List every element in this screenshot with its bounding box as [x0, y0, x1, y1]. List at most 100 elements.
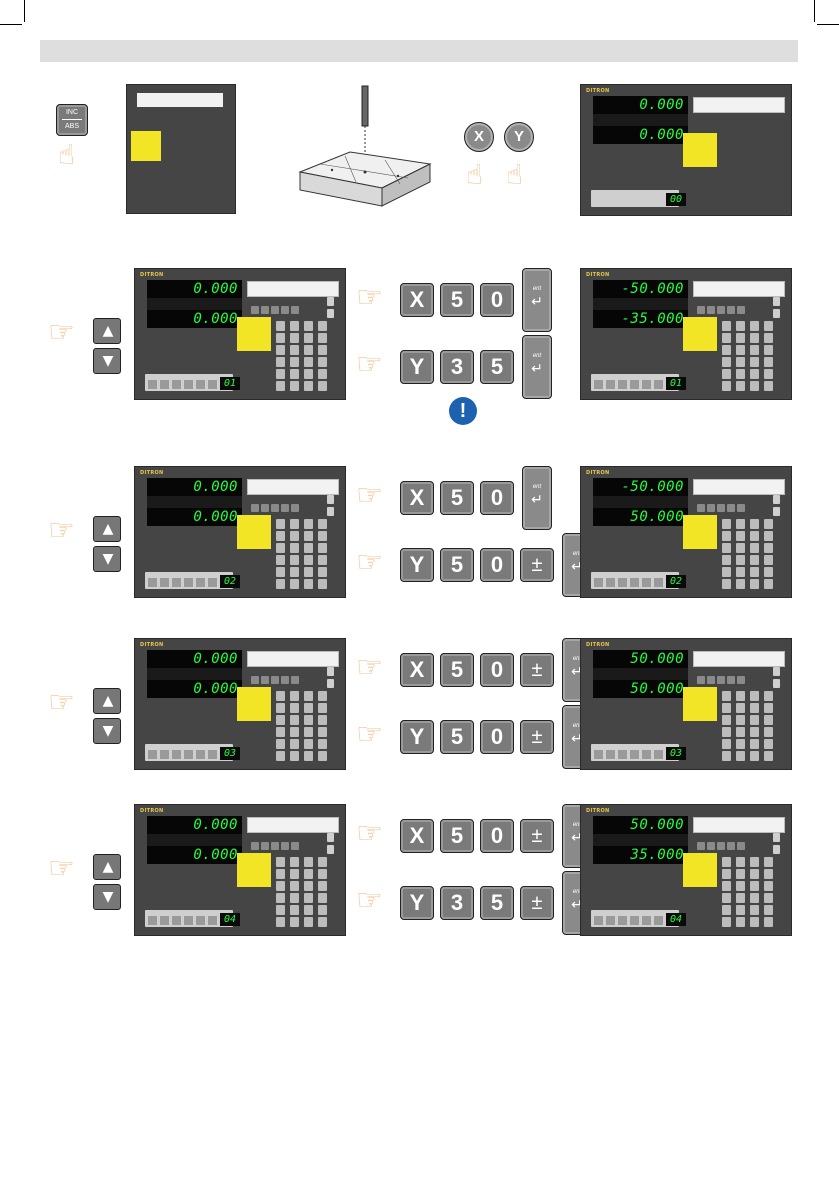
keypad-key[interactable]	[318, 893, 327, 903]
keypad-key[interactable]	[722, 357, 731, 367]
keypad-key[interactable]	[750, 869, 759, 879]
function-key[interactable]	[208, 380, 217, 389]
inc-abs-key[interactable]: INC ABS	[56, 104, 88, 136]
function-key[interactable]	[594, 750, 603, 759]
function-key[interactable]	[630, 380, 639, 389]
keypad-key[interactable]	[764, 881, 773, 891]
x-entry-key-2[interactable]: 0	[480, 819, 514, 853]
keypad-key[interactable]	[764, 703, 773, 713]
keypad-key[interactable]	[290, 703, 299, 713]
keypad-key[interactable]	[736, 727, 745, 737]
keypad-key[interactable]	[318, 751, 327, 761]
keypad-key[interactable]	[304, 691, 313, 701]
keypad-key[interactable]	[276, 691, 285, 701]
keypad-key[interactable]	[722, 857, 731, 867]
keypad-key[interactable]	[736, 333, 745, 343]
keypad-key[interactable]	[276, 531, 285, 541]
keypad-key[interactable]	[318, 555, 327, 565]
function-key[interactable]	[172, 916, 181, 925]
enter-key[interactable]: ent↵	[522, 335, 552, 399]
keypad-key[interactable]	[304, 881, 313, 891]
keypad-key[interactable]	[304, 543, 313, 553]
keypad-key[interactable]	[736, 531, 745, 541]
keypad-key[interactable]	[750, 345, 759, 355]
keypad-key[interactable]	[276, 555, 285, 565]
keypad-key[interactable]	[722, 543, 731, 553]
keypad-key[interactable]	[722, 691, 731, 701]
down-arrow-key[interactable]: ▼	[93, 546, 121, 572]
function-key[interactable]	[160, 380, 169, 389]
keypad-key[interactable]	[750, 381, 759, 391]
keypad-key[interactable]	[722, 579, 731, 589]
keypad-key[interactable]	[736, 321, 745, 331]
keypad-key[interactable]	[750, 881, 759, 891]
function-key[interactable]	[606, 750, 615, 759]
keypad-key[interactable]	[750, 321, 759, 331]
function-key[interactable]	[630, 750, 639, 759]
keypad-key[interactable]	[736, 369, 745, 379]
scroll-up-key[interactable]	[327, 667, 334, 676]
keypad-key[interactable]	[276, 727, 285, 737]
function-key[interactable]	[642, 578, 651, 587]
y-entry-key-0[interactable]: Y	[400, 720, 434, 754]
function-key[interactable]	[594, 578, 603, 587]
keypad-key[interactable]	[318, 739, 327, 749]
keypad-key[interactable]	[304, 357, 313, 367]
keypad-key[interactable]	[318, 531, 327, 541]
function-key[interactable]	[148, 578, 157, 587]
function-key[interactable]	[172, 578, 181, 587]
keypad-key[interactable]	[750, 519, 759, 529]
function-key[interactable]	[172, 750, 181, 759]
keypad-key[interactable]	[764, 715, 773, 725]
keypad-key[interactable]	[736, 543, 745, 553]
function-key[interactable]	[184, 750, 193, 759]
keypad-key[interactable]	[736, 703, 745, 713]
down-arrow-key[interactable]: ▼	[93, 718, 121, 744]
keypad-key[interactable]	[276, 345, 285, 355]
keypad-key[interactable]	[722, 881, 731, 891]
keypad-key[interactable]	[736, 857, 745, 867]
keypad-key[interactable]	[304, 869, 313, 879]
keypad-key[interactable]	[764, 579, 773, 589]
scroll-down-key[interactable]	[327, 845, 334, 854]
keypad-key[interactable]	[750, 715, 759, 725]
x-zero-key[interactable]: X	[464, 122, 494, 152]
keypad-key[interactable]	[304, 703, 313, 713]
keypad-key[interactable]	[750, 543, 759, 553]
keypad-key[interactable]	[750, 857, 759, 867]
y-entry-key-2[interactable]: 0	[480, 720, 514, 754]
keypad-key[interactable]	[290, 715, 299, 725]
scroll-down-key[interactable]	[327, 679, 334, 688]
keypad-key[interactable]	[736, 869, 745, 879]
scroll-up-key[interactable]	[327, 297, 334, 306]
keypad-key[interactable]	[290, 333, 299, 343]
keypad-key[interactable]	[764, 543, 773, 553]
keypad-key[interactable]	[750, 357, 759, 367]
keypad-key[interactable]	[764, 751, 773, 761]
keypad-key[interactable]	[290, 727, 299, 737]
function-key[interactable]	[594, 916, 603, 925]
keypad-key[interactable]	[764, 555, 773, 565]
y-entry-key-2[interactable]: 5	[480, 886, 514, 920]
scroll-up-key[interactable]	[773, 495, 780, 504]
x-entry-key-2[interactable]: 0	[480, 653, 514, 687]
keypad-key[interactable]	[764, 531, 773, 541]
keypad-key[interactable]	[304, 579, 313, 589]
keypad-key[interactable]	[764, 727, 773, 737]
function-key[interactable]	[208, 578, 217, 587]
keypad-key[interactable]	[722, 703, 731, 713]
keypad-key[interactable]	[304, 739, 313, 749]
keypad-key[interactable]	[736, 567, 745, 577]
keypad-key[interactable]	[764, 869, 773, 879]
function-key[interactable]	[654, 916, 663, 925]
function-key[interactable]	[148, 916, 157, 925]
keypad-key[interactable]	[318, 857, 327, 867]
function-key[interactable]	[630, 578, 639, 587]
keypad-key[interactable]	[764, 739, 773, 749]
keypad-key[interactable]	[290, 579, 299, 589]
keypad-key[interactable]	[304, 751, 313, 761]
keypad-key[interactable]	[276, 715, 285, 725]
keypad-key[interactable]	[290, 345, 299, 355]
keypad-key[interactable]	[276, 369, 285, 379]
keypad-key[interactable]	[304, 519, 313, 529]
